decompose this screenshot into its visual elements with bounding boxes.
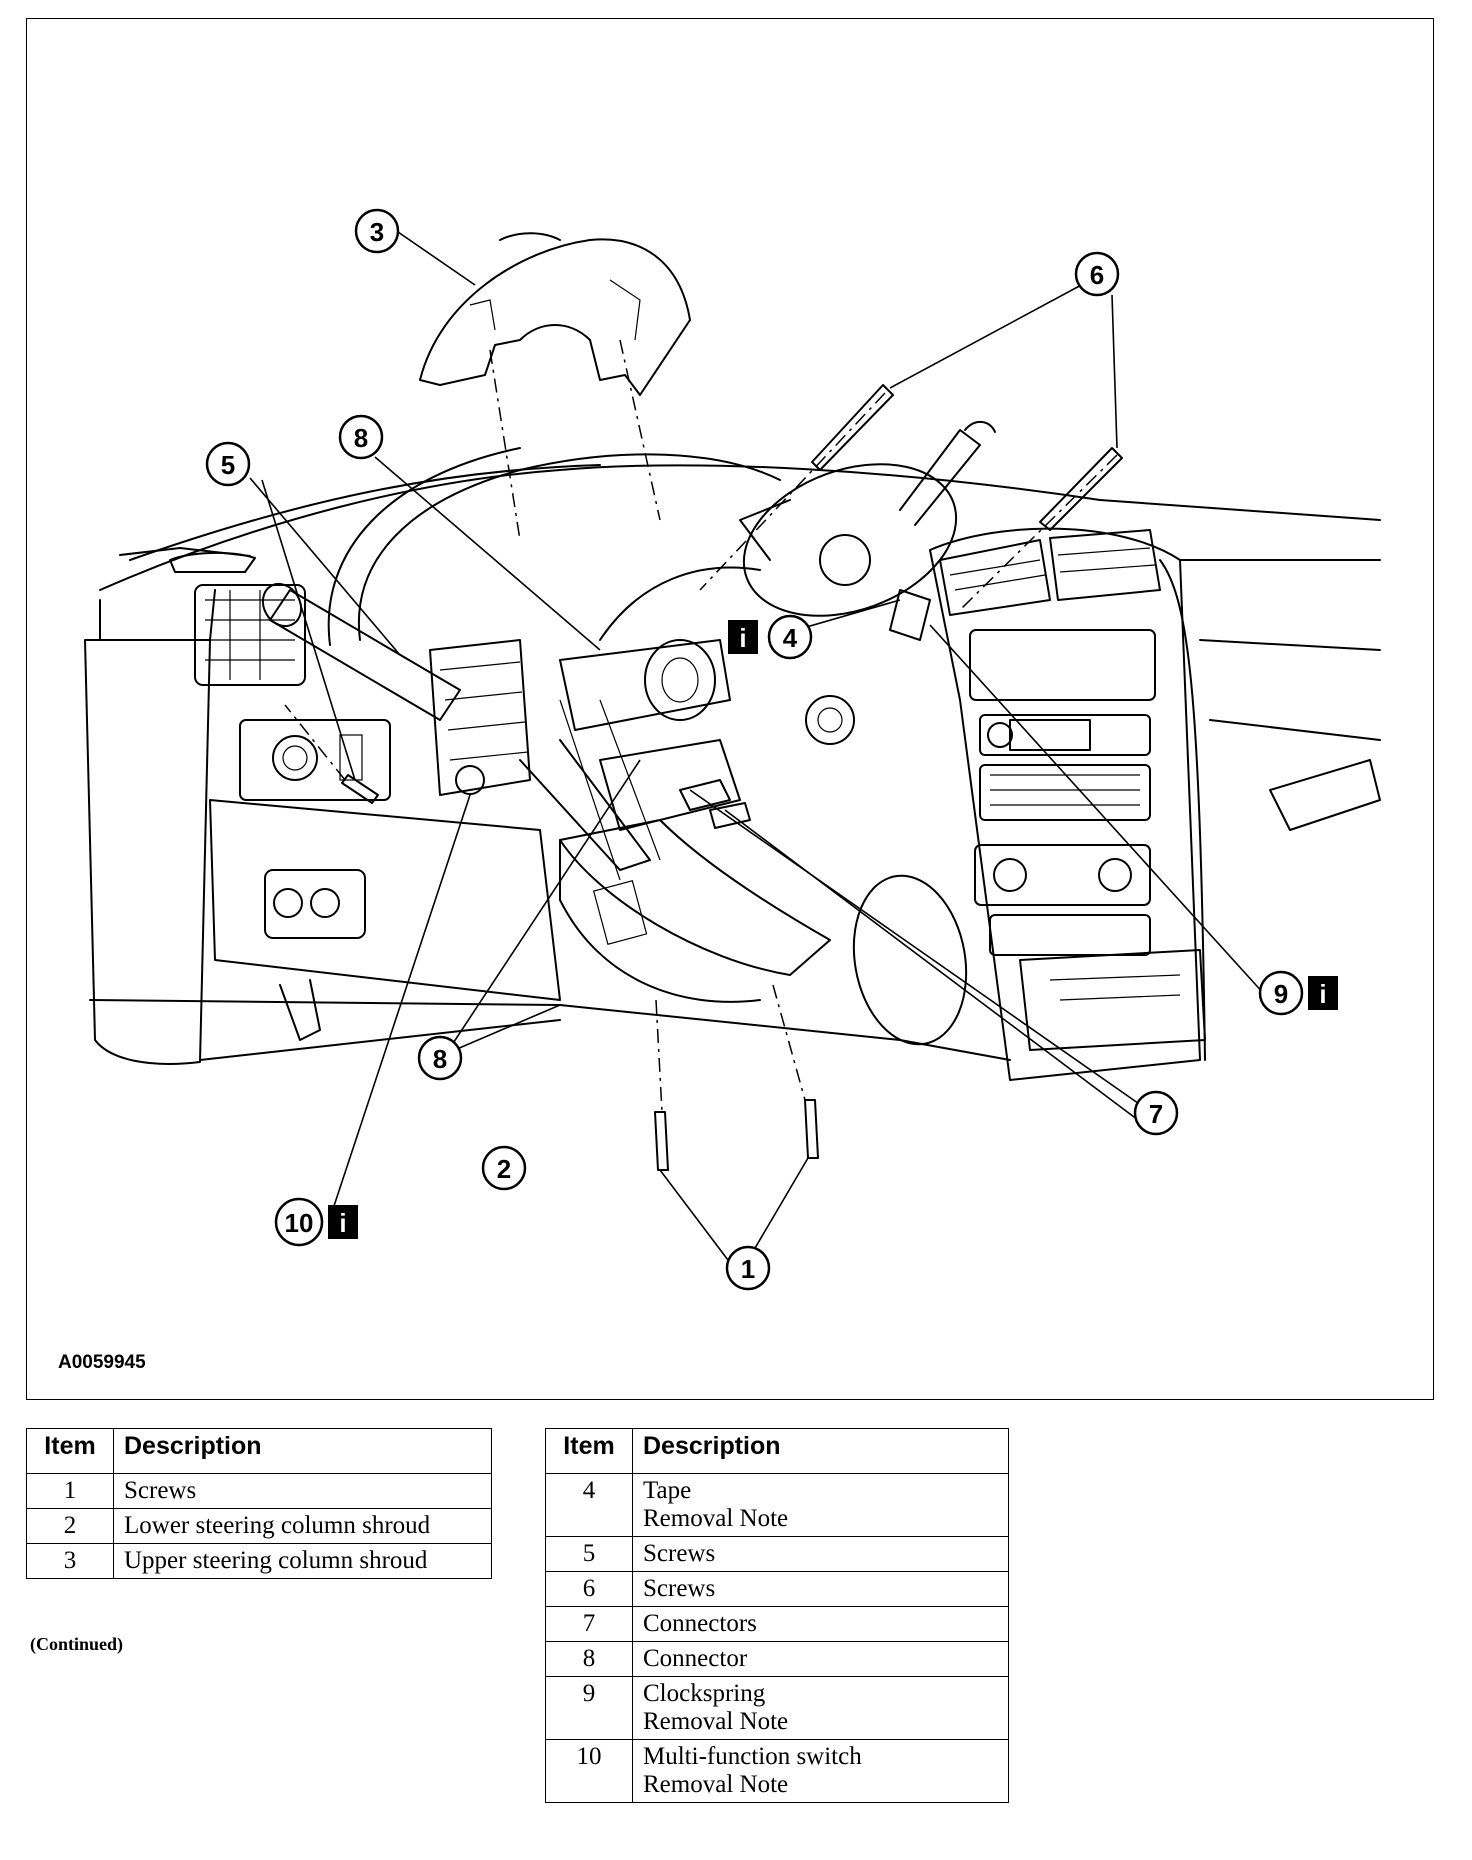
info-icon: i <box>728 620 758 654</box>
description-header: Description <box>632 1428 1009 1474</box>
callout-label: 8 <box>433 1044 447 1074</box>
item-number: 8 <box>545 1641 633 1677</box>
figure-id: A0059945 <box>58 1352 146 1373</box>
removal-note-link[interactable]: Removal Note <box>643 1771 789 1798</box>
figure-frame <box>26 18 1434 1400</box>
callout-9: 9 <box>1258 970 1304 1016</box>
item-header: Item <box>26 1428 114 1474</box>
continued-note: (Continued) <box>30 1634 124 1654</box>
info-icon: i <box>1308 976 1338 1010</box>
svg-text:i: i <box>739 623 746 653</box>
item-description: Upper steering column shroud <box>113 1543 492 1579</box>
callout-8: 8 <box>417 1035 463 1081</box>
table-row: 5 Screws <box>545 1536 1009 1572</box>
item-number: 2 <box>26 1508 114 1544</box>
callout-label: 1 <box>741 1254 755 1284</box>
callout-5: 5 <box>205 441 251 487</box>
item-description: Connector <box>632 1641 1009 1677</box>
callout-label: 5 <box>221 450 235 480</box>
description-text: Connector <box>643 1645 748 1672</box>
callout-label: 4 <box>783 623 798 653</box>
item-number: 6 <box>545 1571 633 1607</box>
removal-note-link[interactable]: Removal Note <box>643 1708 789 1735</box>
callout-8: 8 <box>338 414 384 460</box>
dashboard-illustration <box>84 232 1381 1171</box>
callout-label: 3 <box>370 217 384 247</box>
callout-label: 6 <box>1090 260 1104 290</box>
callout-10: 10 <box>274 1197 324 1247</box>
item-description: Screws <box>113 1473 492 1509</box>
table-row: 8 Connector <box>545 1641 1009 1677</box>
leader-lines <box>249 231 1266 1269</box>
table-header-row: Item Description <box>26 1428 492 1474</box>
callout-label: 9 <box>1274 979 1288 1009</box>
exploded-view-diagram: 1 2 3 4 i 5 6 7 8 8 9 i 10 i <box>84 208 1381 1291</box>
description-text: Lower steering column shroud <box>124 1512 431 1539</box>
description-text: Connectors <box>643 1610 757 1637</box>
callout-layer: 1 2 3 4 i 5 6 7 8 8 9 i 10 i <box>205 208 1338 1291</box>
callout-7: 7 <box>1133 1090 1179 1136</box>
description-text: Screws <box>643 1575 716 1602</box>
table-row: 2 Lower steering column shroud <box>26 1508 492 1544</box>
removal-note-link[interactable]: Removal Note <box>643 1505 789 1532</box>
svg-text:i: i <box>1319 979 1326 1009</box>
description-text: Clockspring <box>643 1680 766 1707</box>
item-number: 10 <box>545 1739 633 1803</box>
description-text: Screws <box>124 1477 197 1504</box>
item-number: 9 <box>545 1676 633 1740</box>
callout-label: 2 <box>497 1154 511 1184</box>
callout-2: 2 <box>481 1145 527 1191</box>
svg-text:i: i <box>339 1208 346 1238</box>
item-description: Screws <box>632 1536 1009 1572</box>
table-header-row: Item Description <box>545 1428 1009 1474</box>
callout-label: 7 <box>1149 1099 1163 1129</box>
item-header: Item <box>545 1428 633 1474</box>
description-header: Description <box>113 1428 492 1474</box>
item-number: 7 <box>545 1606 633 1642</box>
assembly-lines <box>284 339 1118 1113</box>
table-row: 7 Connectors <box>545 1606 1009 1642</box>
description-text: Upper steering column shroud <box>124 1547 428 1574</box>
item-description: Lower steering column shroud <box>113 1508 492 1544</box>
parts-legend-table-left: Item Description 1 Screws 2 Lower steering … <box>26 1428 492 1579</box>
callout-label: 10 <box>285 1208 314 1238</box>
info-icon: i <box>328 1205 358 1239</box>
description-text: Multi-function switch <box>643 1743 862 1770</box>
item-number: 3 <box>26 1543 114 1579</box>
description-text: Screws <box>643 1540 716 1567</box>
item-number: 5 <box>545 1536 633 1572</box>
callout-3: 3 <box>354 208 400 254</box>
table-row: 6 Screws <box>545 1571 1009 1607</box>
table-row: 1 Screws <box>26 1473 492 1509</box>
item-description: Connectors <box>632 1606 1009 1642</box>
item-number: 4 <box>545 1473 633 1537</box>
callout-1: 1 <box>725 1245 771 1291</box>
item-description: Screws <box>632 1571 1009 1607</box>
table-row: 3 Upper steering column shroud <box>26 1543 492 1579</box>
callout-4: 4 <box>767 614 813 660</box>
description-text: Tape <box>643 1477 692 1504</box>
item-number: 1 <box>26 1473 114 1509</box>
callout-label: 8 <box>354 423 368 453</box>
callout-6: 6 <box>1074 251 1120 297</box>
